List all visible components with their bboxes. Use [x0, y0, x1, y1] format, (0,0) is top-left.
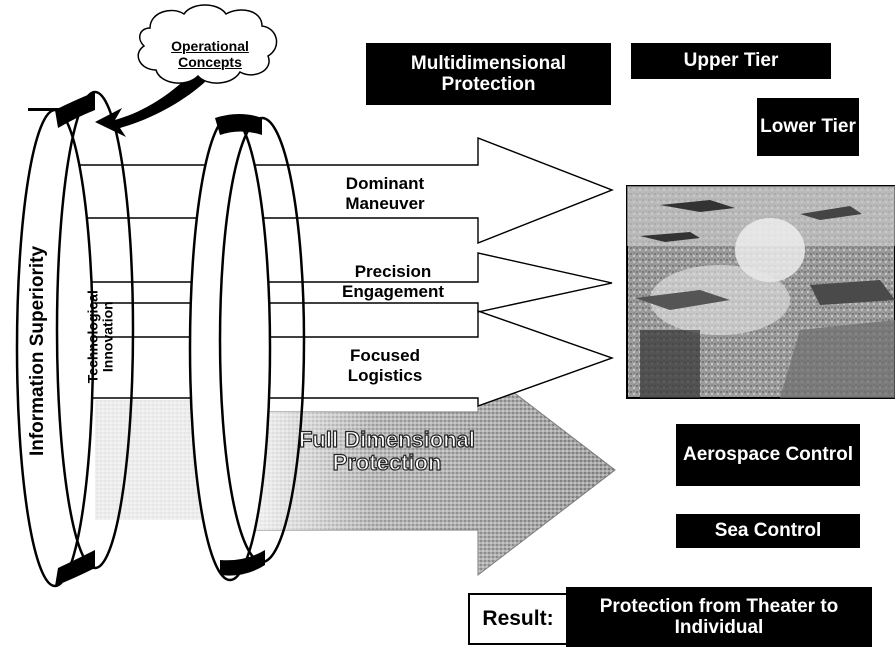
- information-superiority-label: Information Superiority: [27, 245, 48, 457]
- full-dimensional-protection-label: Full Dimensional Protection: [298, 427, 476, 476]
- result-label: Result:: [468, 593, 568, 645]
- multidimensional-protection-box: Multidimensional Protection: [366, 43, 611, 105]
- result-text: Protection from Theater to Individual: [566, 587, 872, 647]
- sea-control-box: Sea Control: [676, 514, 860, 548]
- left-ring: [15, 90, 135, 588]
- dominant-maneuver-label: Dominant Maneuver: [345, 174, 425, 213]
- precision-engagement-label: Precision Engagement: [341, 262, 445, 301]
- converging-lines: [477, 137, 613, 407]
- military-photo: [626, 185, 895, 399]
- technological-innovation-label: Technological Innovation: [84, 290, 115, 384]
- cloud-label: Operational Concepts: [171, 38, 249, 71]
- focused-logistics-label: Focused Logistics: [347, 346, 423, 385]
- aerospace-control-box: Aerospace Control: [676, 424, 860, 486]
- operational-concepts-cloud: [137, 4, 278, 84]
- lower-tier-box: Lower Tier: [757, 98, 859, 156]
- full-dimensional-arrow: [244, 363, 616, 577]
- curved-arrow: [95, 70, 205, 137]
- right-ring: [188, 114, 306, 582]
- upper-tier-box: Upper Tier: [631, 43, 831, 79]
